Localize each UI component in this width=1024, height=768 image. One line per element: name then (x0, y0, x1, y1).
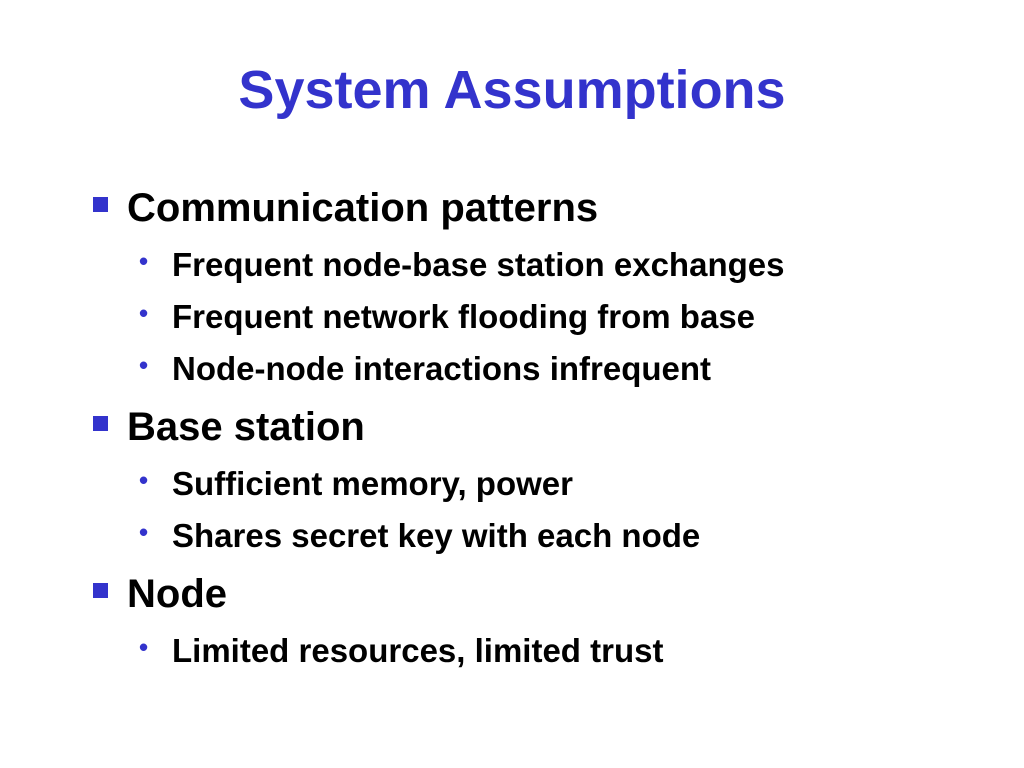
sub-bullet-item: • Limited resources, limited trust (127, 625, 990, 677)
bullet-item: Node • Limited resources, limited trust (90, 568, 990, 677)
bullet-label: Communication patterns (127, 186, 599, 230)
sub-bullet-label: Shares secret key with each node (172, 517, 701, 554)
bullet-item: Communication patterns • Frequent node-bas… (90, 182, 990, 395)
sub-bullet-label: Node-node interactions infrequent (172, 350, 712, 387)
sub-bullet-list: • Sufficient memory, power • Shares secret … (127, 458, 990, 562)
slide-title: System Assumptions (238, 60, 786, 120)
sub-bullet-item: • Frequent network flooding from base (127, 291, 990, 343)
bullet-list: Communication patterns • Frequent node-bas… (90, 182, 990, 677)
sub-bullet-list: • Limited resources, limited trust (127, 625, 990, 677)
round-bullet-icon: • (139, 517, 149, 547)
sub-bullet-item: • Node-node interactions infrequent (127, 343, 990, 395)
round-bullet-icon: • (139, 246, 149, 276)
round-bullet-icon: • (139, 350, 149, 380)
square-bullet-icon (93, 197, 108, 212)
bullet-label: Node (127, 572, 227, 616)
round-bullet-icon: • (139, 298, 149, 328)
square-bullet-icon (93, 583, 108, 598)
square-bullet-icon (93, 416, 108, 431)
round-bullet-icon: • (139, 465, 149, 495)
round-bullet-icon: • (139, 632, 149, 662)
sub-bullet-label: Sufficient memory, power (172, 465, 573, 502)
bullet-label: Base station (127, 405, 365, 449)
sub-bullet-item: • Frequent node-base station exchanges (127, 239, 990, 291)
sub-bullet-label: Frequent network flooding from base (172, 298, 756, 335)
sub-bullet-list: • Frequent node-base station exchanges • Fr… (127, 239, 990, 395)
sub-bullet-item: • Sufficient memory, power (127, 458, 990, 510)
bullet-item: Base station • Sufficient memory, power • Sh… (90, 401, 990, 562)
sub-bullet-label: Limited resources, limited trust (172, 632, 664, 669)
sub-bullet-label: Frequent node-base station exchanges (172, 246, 785, 283)
sub-bullet-item: • Shares secret key with each node (127, 510, 990, 562)
